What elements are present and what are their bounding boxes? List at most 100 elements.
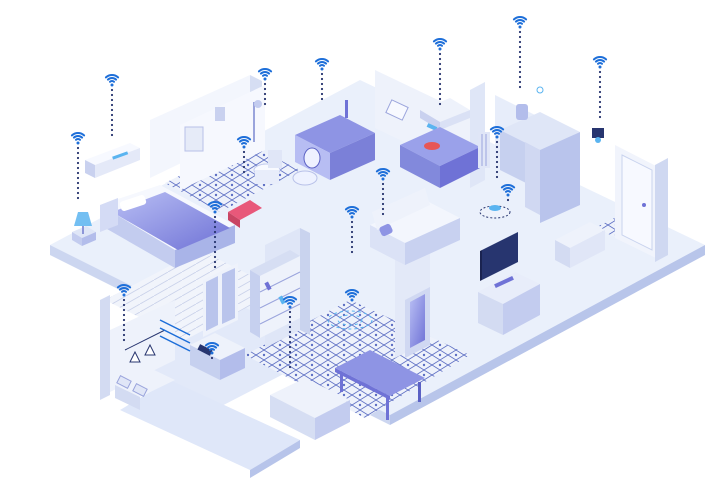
signal-dot bbox=[122, 323, 126, 327]
smart-speaker-icon bbox=[516, 86, 544, 120]
signal-dot bbox=[438, 87, 442, 91]
wifi-sensor bbox=[236, 136, 252, 174]
wifi-sensor bbox=[314, 58, 330, 101]
signal-dot bbox=[381, 212, 385, 216]
wifi-sensor bbox=[257, 68, 273, 106]
signal-dot bbox=[242, 155, 246, 159]
smart-panel bbox=[190, 333, 245, 380]
signal-dot bbox=[210, 356, 214, 360]
signal-dot bbox=[598, 110, 602, 114]
signal-dot bbox=[242, 165, 246, 169]
signal-dot bbox=[122, 328, 126, 332]
signal-dot bbox=[518, 85, 522, 89]
signal-dot bbox=[288, 320, 292, 324]
signal-dot bbox=[288, 355, 292, 359]
signal-dot bbox=[76, 171, 80, 175]
signal-dot bbox=[288, 365, 292, 369]
signal-waves-floor bbox=[327, 310, 373, 330]
signal-dot bbox=[242, 150, 246, 154]
robot-vacuum-icon bbox=[479, 205, 511, 219]
wifi-icon bbox=[314, 58, 330, 71]
signal-dot bbox=[381, 192, 385, 196]
signal-dot bbox=[495, 140, 499, 144]
signal-dot bbox=[381, 182, 385, 186]
wifi-icon bbox=[70, 132, 86, 145]
wall-picture bbox=[184, 126, 204, 152]
signal-dot bbox=[263, 97, 267, 101]
signal-dot bbox=[122, 333, 126, 337]
signal-dot bbox=[518, 55, 522, 59]
toilet-icon bbox=[253, 150, 282, 184]
signal-dot bbox=[213, 225, 217, 229]
signal-dot bbox=[320, 77, 324, 81]
wifi-icon bbox=[500, 184, 516, 197]
signal-dot bbox=[76, 151, 80, 155]
wall-vent bbox=[215, 107, 225, 121]
wifi-icon bbox=[257, 68, 273, 81]
signal-dot bbox=[320, 72, 324, 76]
wifi-sensor bbox=[104, 74, 120, 137]
signal-dot bbox=[122, 338, 126, 342]
signal-dot bbox=[76, 161, 80, 165]
signal-dot bbox=[76, 196, 80, 200]
signal-dot bbox=[518, 35, 522, 39]
signal-dot bbox=[518, 40, 522, 44]
speaker-bar-front bbox=[270, 378, 350, 440]
signal-dot bbox=[518, 75, 522, 79]
signal-dot bbox=[350, 220, 354, 224]
camera-icon bbox=[592, 128, 604, 143]
curtain bbox=[203, 263, 238, 337]
signal-dot bbox=[76, 146, 80, 150]
wifi-sensor bbox=[282, 296, 298, 369]
signal-dot bbox=[518, 80, 522, 84]
signal-dot bbox=[350, 250, 354, 254]
tv-icon bbox=[480, 232, 518, 281]
signal-dot bbox=[110, 133, 114, 137]
signal-dot bbox=[213, 255, 217, 259]
wifi-sensor bbox=[512, 16, 528, 89]
signal-dot bbox=[242, 170, 246, 174]
signal-dot bbox=[110, 103, 114, 107]
bed-icon bbox=[100, 185, 235, 268]
signal-dot bbox=[288, 310, 292, 314]
signal-dot bbox=[350, 225, 354, 229]
signal-dot bbox=[122, 318, 126, 322]
signal-dot bbox=[110, 113, 114, 117]
signal-dot bbox=[598, 85, 602, 89]
wifi-sensor bbox=[592, 56, 608, 119]
signal-dot bbox=[213, 230, 217, 234]
signal-dot bbox=[598, 75, 602, 79]
signal-dot bbox=[122, 298, 126, 302]
signal-dot bbox=[213, 260, 217, 264]
wifi-icon bbox=[207, 201, 223, 214]
signal-dot bbox=[320, 97, 324, 101]
signal-dot bbox=[288, 340, 292, 344]
wifi-icon bbox=[489, 126, 505, 139]
wifi-icon bbox=[592, 56, 608, 69]
signal-dot bbox=[110, 93, 114, 97]
signal-dot bbox=[381, 187, 385, 191]
signal-dot bbox=[518, 50, 522, 54]
signal-dot bbox=[438, 57, 442, 61]
cabinet-row bbox=[115, 368, 175, 410]
signal-dot bbox=[598, 80, 602, 84]
wifi-sensor bbox=[500, 184, 516, 202]
wifi-sensor bbox=[70, 132, 86, 200]
signal-dot bbox=[76, 176, 80, 180]
signal-dot bbox=[350, 240, 354, 244]
signal-dot bbox=[495, 155, 499, 159]
signal-dot bbox=[438, 97, 442, 101]
signal-dot bbox=[263, 87, 267, 91]
signal-dot bbox=[242, 160, 246, 164]
wifi-icon bbox=[236, 136, 252, 149]
signal-dot bbox=[288, 330, 292, 334]
signal-dot bbox=[598, 70, 602, 74]
radiator bbox=[478, 132, 490, 168]
wifi-sensor bbox=[116, 284, 132, 342]
signal-dot bbox=[288, 325, 292, 329]
signal-dot bbox=[320, 92, 324, 96]
wifi-sensor bbox=[432, 38, 448, 106]
table-icon bbox=[335, 350, 425, 420]
signal-dot bbox=[320, 82, 324, 86]
